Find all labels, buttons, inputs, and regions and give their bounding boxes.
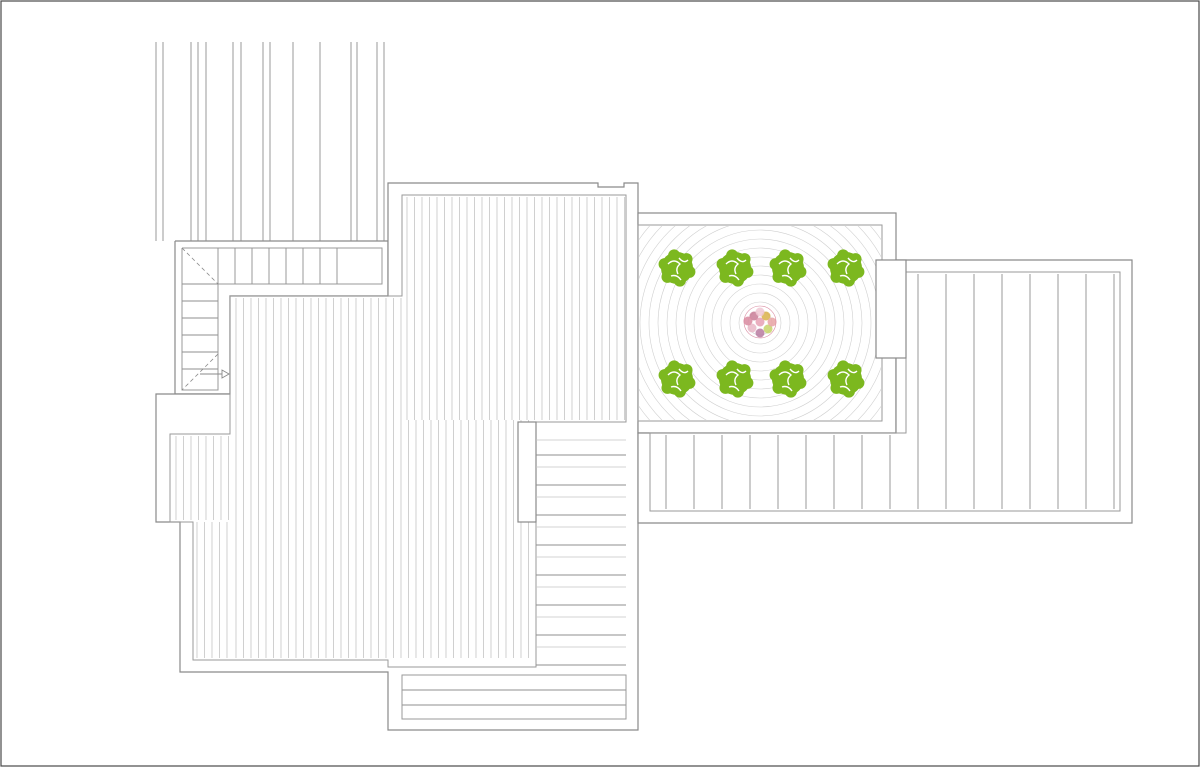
paving-ring — [666, 229, 854, 417]
main-decking — [175, 197, 625, 658]
paving-ring — [720, 283, 800, 363]
paving-ring — [729, 292, 791, 354]
paving-ring — [648, 226, 872, 420]
right-terrace — [637, 259, 1133, 524]
paving-ring — [693, 256, 827, 390]
paving-ring — [684, 247, 836, 399]
upper-left-decking — [155, 42, 385, 241]
pergola-post — [875, 259, 907, 359]
terrace-column — [517, 421, 537, 523]
planter-group — [658, 249, 865, 398]
shrub-icon — [716, 249, 754, 287]
lower-decking — [401, 439, 627, 720]
shrub-icon — [658, 249, 696, 287]
shrub-icon — [769, 249, 807, 287]
stair-arrow-icon — [200, 369, 230, 379]
shrub-icon — [716, 360, 754, 398]
flowering-tree-icon — [743, 305, 777, 339]
shrub-icon — [827, 360, 865, 398]
paving-ring — [738, 301, 782, 345]
stair-treads — [182, 248, 338, 370]
shrub-icon — [827, 249, 865, 287]
paving-ring — [711, 274, 809, 372]
paving-ring — [675, 238, 845, 408]
shrub-icon — [658, 360, 696, 398]
shrub-icon — [769, 360, 807, 398]
paving-ring — [657, 226, 863, 420]
garden-courtyard — [637, 212, 897, 434]
paving-ring — [702, 265, 818, 381]
main-terrace — [155, 182, 639, 731]
